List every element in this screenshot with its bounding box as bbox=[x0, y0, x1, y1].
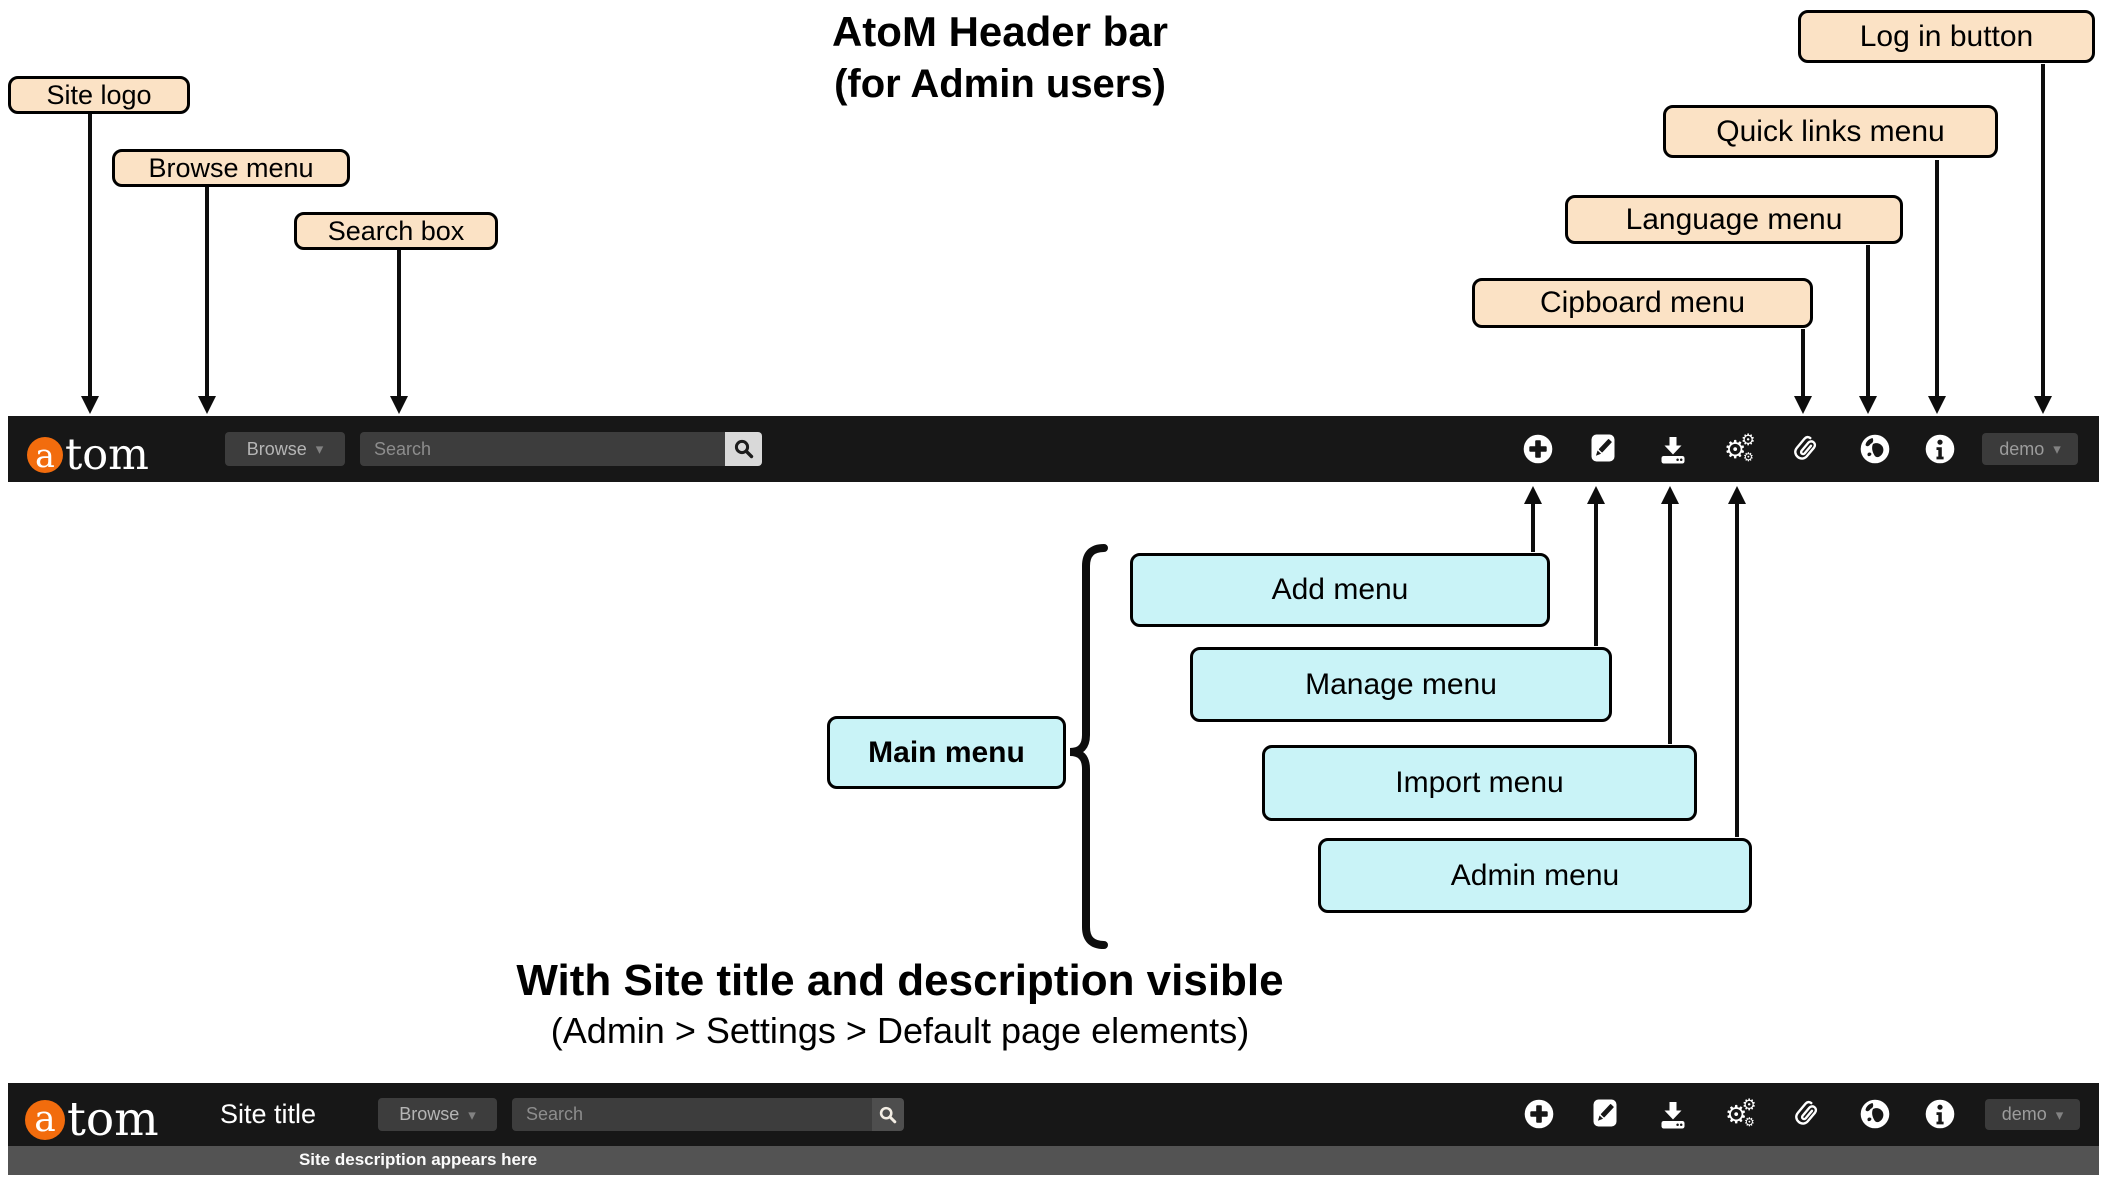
arrow-language-menu bbox=[1859, 245, 1877, 414]
language-menu-button[interactable] bbox=[1860, 434, 1894, 464]
edit-pencil-icon bbox=[1593, 1099, 1617, 1127]
section2-subheading: (Admin > Settings > Default page element… bbox=[550, 1010, 1250, 1051]
download-icon bbox=[1661, 437, 1685, 464]
site-logo[interactable]: a tom bbox=[25, 1092, 159, 1147]
search-box bbox=[360, 432, 762, 466]
globe-icon bbox=[1860, 1099, 1890, 1129]
manage-menu-button[interactable] bbox=[1590, 1098, 1624, 1128]
browse-menu-button[interactable]: Browse ▾ bbox=[225, 432, 345, 466]
callout-search-box: Search box bbox=[294, 212, 498, 250]
gear-icon: ⚙ bbox=[1744, 1115, 1755, 1129]
info-icon bbox=[1925, 1099, 1955, 1129]
gear-icon: ⚙ bbox=[1742, 1095, 1757, 1114]
search-button[interactable] bbox=[725, 432, 762, 466]
arrow-quick-links-menu bbox=[1928, 160, 1946, 414]
add-menu-button[interactable] bbox=[1523, 434, 1557, 464]
browse-label: Browse bbox=[399, 1104, 460, 1124]
gear-icon: ⚙ bbox=[1743, 450, 1754, 464]
section2-heading: With Site title and description visible bbox=[516, 956, 1284, 1005]
site-description-strip: Site description appears here bbox=[8, 1146, 2099, 1175]
edit-pencil-icon bbox=[1591, 434, 1615, 462]
callout-add-menu: Add menu bbox=[1130, 553, 1550, 627]
logo-text: tom bbox=[67, 1092, 159, 1147]
arrow-search-box bbox=[390, 250, 408, 414]
callout-browse-menu: Browse menu bbox=[112, 149, 350, 187]
site-title[interactable]: Site title bbox=[220, 1099, 317, 1129]
callout-site-logo: Site logo bbox=[8, 76, 190, 114]
paperclip-icon bbox=[1795, 1100, 1818, 1125]
callout-quick-links-menu: Quick links menu bbox=[1663, 105, 1998, 158]
download-icon bbox=[1661, 1102, 1685, 1129]
logo-a-badge: a bbox=[25, 1099, 65, 1140]
gear-icon: ⚙ bbox=[1724, 435, 1747, 464]
page-title-line2: (for Admin users) bbox=[834, 62, 1166, 106]
callout-import-menu: Import menu bbox=[1262, 745, 1697, 821]
arrow-admin-menu bbox=[1728, 486, 1746, 837]
admin-menu-button[interactable]: ⚙ ⚙ ⚙ bbox=[1724, 430, 1758, 464]
plus-circle-icon bbox=[1523, 434, 1553, 464]
search-input[interactable] bbox=[512, 1098, 872, 1131]
search-input[interactable] bbox=[360, 432, 725, 466]
manage-menu-button[interactable] bbox=[1588, 433, 1622, 463]
arrow-login-button bbox=[2034, 64, 2052, 414]
search-button[interactable] bbox=[872, 1098, 904, 1131]
callout-language-menu: Language menu bbox=[1565, 195, 1903, 244]
browse-menu-button[interactable]: Browse ▾ bbox=[378, 1098, 497, 1131]
plus-circle-icon bbox=[1524, 1099, 1554, 1129]
arrow-clipboard-menu bbox=[1794, 329, 1812, 414]
header-bar-with-title: a tom Site title Browse ▾ bbox=[8, 1083, 2099, 1147]
callout-clipboard-menu: Cipboard menu bbox=[1472, 278, 1813, 328]
site-logo[interactable]: a tom bbox=[27, 430, 149, 480]
paperclip-icon bbox=[1794, 435, 1817, 460]
main-menu-brace bbox=[1069, 544, 1108, 949]
quick-links-menu-button[interactable] bbox=[1925, 434, 1959, 464]
quick-links-menu-button[interactable] bbox=[1925, 1099, 1959, 1129]
search-icon bbox=[879, 1106, 897, 1123]
language-menu-button[interactable] bbox=[1860, 1099, 1894, 1129]
chevron-down-icon: ▾ bbox=[2053, 440, 2061, 458]
callout-admin-menu: Admin menu bbox=[1318, 838, 1752, 913]
arrow-manage-menu bbox=[1587, 486, 1605, 646]
arrow-site-logo bbox=[81, 114, 99, 414]
site-description: Site description appears here bbox=[298, 1150, 538, 1169]
add-menu-button[interactable] bbox=[1524, 1099, 1558, 1129]
info-icon bbox=[1925, 434, 1955, 464]
chevron-down-icon: ▾ bbox=[315, 440, 324, 458]
login-user-menu-button[interactable]: demo ▾ bbox=[1985, 1099, 2080, 1130]
clipboard-menu-button[interactable] bbox=[1793, 1099, 1827, 1129]
user-menu-label: demo bbox=[2001, 1104, 2047, 1124]
import-menu-button[interactable] bbox=[1658, 1099, 1692, 1129]
gear-icon: ⚙ bbox=[1741, 430, 1756, 449]
header-bar-admin: a tom Browse ▾ bbox=[8, 416, 2099, 482]
login-user-menu-button[interactable]: demo ▾ bbox=[1982, 433, 2078, 465]
import-menu-button[interactable] bbox=[1658, 434, 1692, 464]
callout-login-button: Log in button bbox=[1798, 10, 2095, 63]
page-title-line1: AtoM Header bar bbox=[831, 8, 1169, 55]
user-menu-label: demo bbox=[1999, 438, 2045, 459]
arrow-import-menu bbox=[1661, 486, 1679, 744]
globe-icon bbox=[1860, 434, 1890, 464]
logo-a-badge: a bbox=[27, 436, 63, 475]
arrow-browse-menu bbox=[198, 187, 216, 414]
search-icon bbox=[734, 439, 753, 459]
gear-icon: ⚙ bbox=[1725, 1100, 1748, 1129]
callout-manage-menu: Manage menu bbox=[1190, 647, 1612, 722]
clipboard-menu-button[interactable] bbox=[1792, 434, 1826, 464]
search-box bbox=[512, 1098, 904, 1131]
arrow-add-menu bbox=[1524, 486, 1542, 552]
callout-main-menu: Main menu bbox=[827, 716, 1066, 789]
chevron-down-icon: ▾ bbox=[468, 1105, 476, 1124]
browse-label: Browse bbox=[246, 438, 307, 459]
logo-text: tom bbox=[65, 430, 149, 480]
chevron-down-icon: ▾ bbox=[2055, 1105, 2064, 1124]
admin-menu-button[interactable]: ⚙ ⚙ ⚙ bbox=[1725, 1095, 1759, 1129]
